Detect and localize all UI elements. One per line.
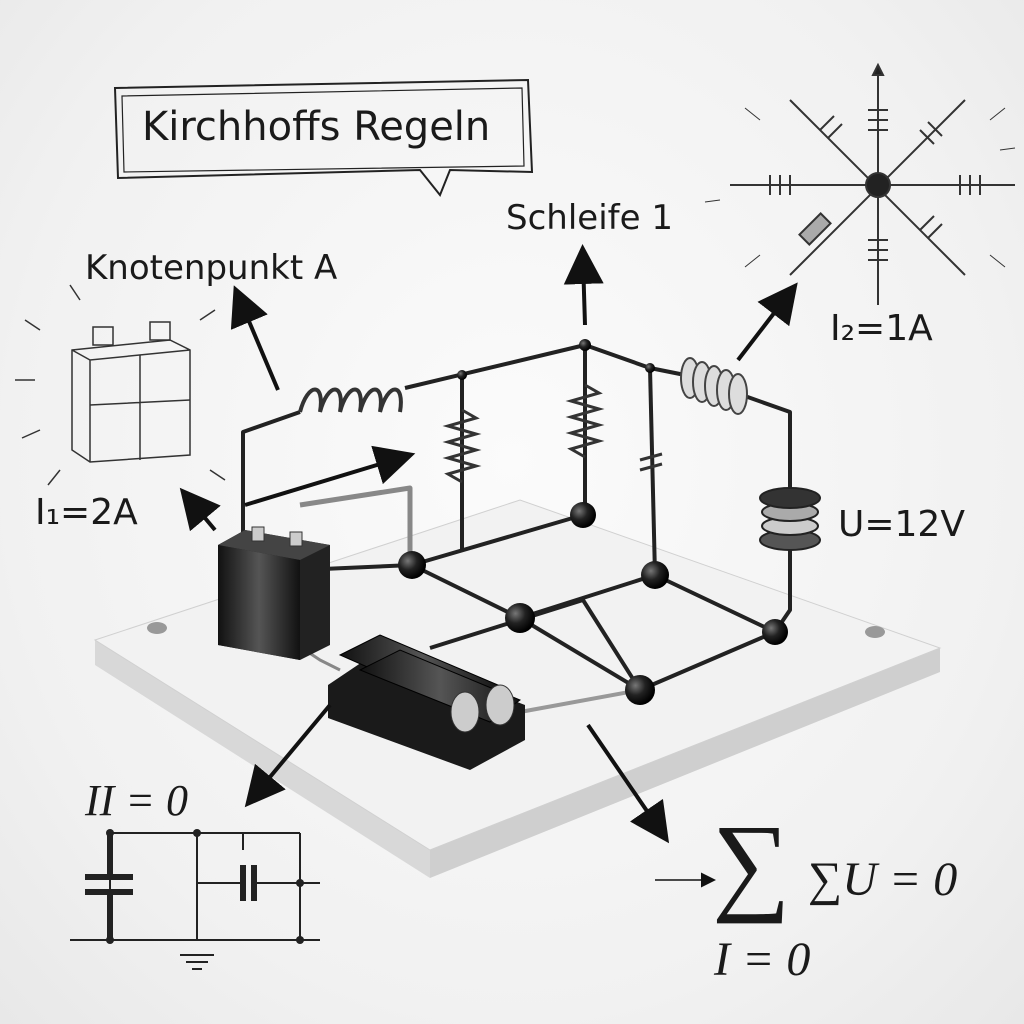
node-label: Knotenpunkt A (85, 248, 338, 288)
stacked-inductor (759, 487, 821, 551)
voltage-label: U=12V (838, 504, 965, 545)
voltage-rule: ∑U = 0 (808, 853, 958, 906)
aa-batteries (328, 634, 525, 770)
spring-resistors (298, 383, 663, 484)
sum-symbol: ∑ (712, 802, 791, 924)
current-1-label: I₁=2A (35, 492, 138, 533)
current-2-label: I₂=1A (830, 308, 933, 349)
current-rule: I = 0 (714, 933, 811, 986)
left-equation: II = 0 (85, 776, 188, 825)
sketch-battery (15, 284, 226, 486)
annotation-arrows (179, 244, 798, 888)
schematic-sketch (70, 829, 320, 970)
battery-block (218, 526, 330, 660)
junction-nodes (398, 339, 788, 705)
star-network-sketch (704, 62, 1016, 305)
diagram-title: Kirchhoffs Regeln (142, 104, 491, 150)
title-speech-box (113, 78, 534, 197)
coil-inductor (680, 357, 748, 415)
loop-label: Schleife 1 (506, 198, 673, 238)
